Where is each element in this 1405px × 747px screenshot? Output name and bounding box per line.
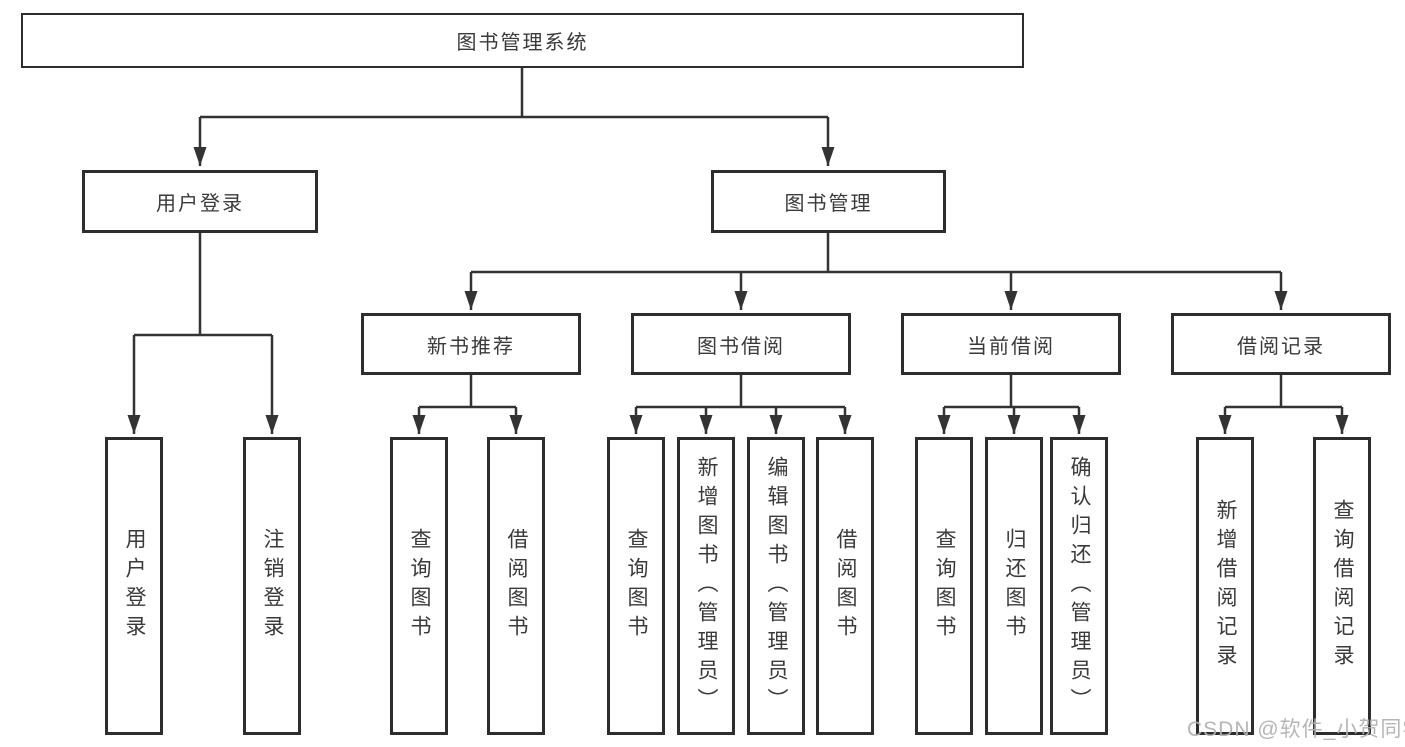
- leaf-logout: 注销登录: [243, 437, 301, 735]
- leaf-edit-book-admin: 编辑图书（管理员）: [747, 437, 805, 735]
- leaf-user-login: 用户登录: [105, 437, 163, 735]
- leaf-query-book-borrow: 查询图书: [607, 437, 665, 735]
- leaf-return-book: 归还图书: [985, 437, 1043, 735]
- node-user-login: 用户登录: [82, 170, 318, 233]
- node-new-book-recommend: 新书推荐: [361, 313, 581, 375]
- leaf-add-borrow-record: 新增借阅记录: [1196, 437, 1254, 735]
- leaf-borrow-book-recommend: 借阅图书: [487, 437, 545, 735]
- csdn-watermark: CSDN @软件_小贺同学: [1187, 718, 1405, 741]
- leaf-query-borrow-record: 查询借阅记录: [1313, 437, 1371, 735]
- node-current-borrow: 当前借阅: [901, 313, 1121, 375]
- leaf-add-book-admin: 新增图书（管理员）: [677, 437, 735, 735]
- leaf-confirm-return-admin: 确认归还（管理员）: [1050, 437, 1108, 735]
- leaf-borrow-book: 借阅图书: [816, 437, 874, 735]
- node-book-management: 图书管理: [711, 170, 946, 233]
- leaf-query-book-recommend: 查询图书: [390, 437, 448, 735]
- node-borrow-records: 借阅记录: [1171, 313, 1391, 375]
- node-root-system: 图书管理系统: [21, 13, 1024, 68]
- leaf-query-book-current: 查询图书: [915, 437, 973, 735]
- node-book-borrow: 图书借阅: [631, 313, 851, 375]
